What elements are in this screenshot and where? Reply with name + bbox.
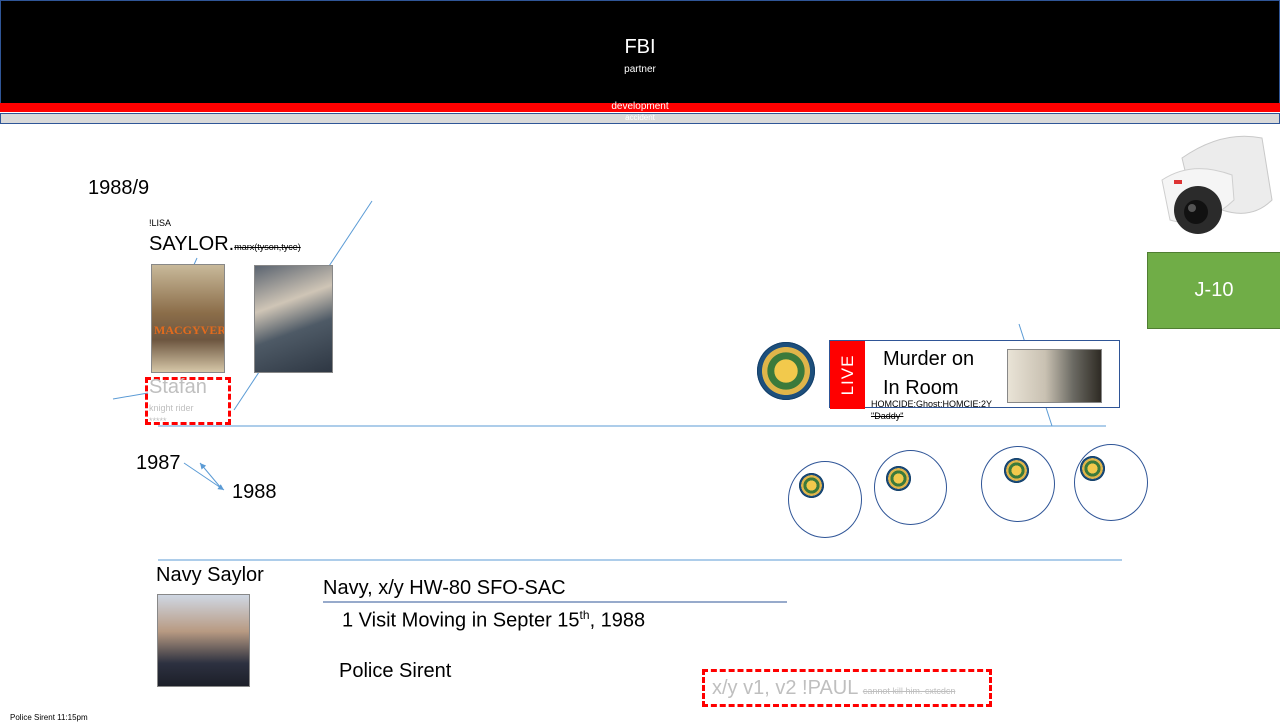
live-tag: LIVE xyxy=(830,341,865,409)
name-label: SAYLOR. xyxy=(149,233,235,255)
year-arrow xyxy=(183,462,225,491)
ghost-note-2: ***** xyxy=(149,416,167,426)
seal-icon-3 xyxy=(1004,458,1029,483)
short-connector xyxy=(112,392,149,400)
circle-node-1 xyxy=(788,461,862,538)
paul-note: x/y v1, v2 !PAUL cannot kill him. cxtcdc… xyxy=(712,677,956,699)
grey-bar-label: accident xyxy=(625,113,655,122)
dashed-highlight-box xyxy=(145,377,231,425)
year-1988: 1988 xyxy=(232,481,277,503)
year-1987: 1987 xyxy=(136,452,181,474)
homicide-caption: HOMCIDE:Ghost:HOMCIE:2Y xyxy=(871,399,993,409)
circle-node-4 xyxy=(1074,444,1148,521)
red-status-bar xyxy=(0,103,1280,112)
header-title: FBI xyxy=(624,36,656,58)
navy-name: Navy Saylor xyxy=(156,564,264,586)
j10-badge[interactable]: J-10 xyxy=(1147,252,1280,329)
state-seal-icon xyxy=(757,342,815,400)
macgyver-photo: MACGYVER xyxy=(151,264,225,373)
name-note: marx(tyson,tyce) xyxy=(234,242,301,252)
room-photo xyxy=(1007,349,1102,403)
live-title-line2: In Room xyxy=(883,377,959,399)
live-title-line1: Murder on xyxy=(883,348,975,370)
tag-label: !LISA xyxy=(149,218,172,228)
header-subtitle: partner xyxy=(624,64,656,75)
route-label: Navy, x/y HW-80 SFO-SAC xyxy=(323,577,566,599)
ghost-name: Stafan xyxy=(149,376,207,398)
circle-node-3 xyxy=(981,446,1055,522)
couple-photo xyxy=(254,265,333,373)
seal-icon-1 xyxy=(799,473,824,498)
macgyver-logo-text: MACGYVER xyxy=(154,323,225,337)
name-row: SAYLOR.marx(tyson,tyce) xyxy=(149,233,301,256)
year-arrow-back xyxy=(199,462,222,489)
ghost-note: knight rider xyxy=(149,403,194,413)
footer-note: Police Sirent 11:15pm xyxy=(10,713,88,722)
visit-label: 1 Visit Moving in Septer 15th, 1988 xyxy=(342,608,646,632)
seal-icon-4 xyxy=(1080,456,1105,481)
dashed-note-box xyxy=(702,669,992,707)
date-label: 1988/9 xyxy=(88,177,150,199)
seal-icon-2 xyxy=(886,466,911,491)
struck-caption: "Daddy" xyxy=(871,411,904,421)
portrait-photo xyxy=(157,594,250,687)
red-bar-label: development xyxy=(611,101,669,112)
circle-node-2 xyxy=(874,450,947,525)
security-camera-icon xyxy=(1161,135,1273,234)
police-label: Police Sirent xyxy=(339,660,452,682)
